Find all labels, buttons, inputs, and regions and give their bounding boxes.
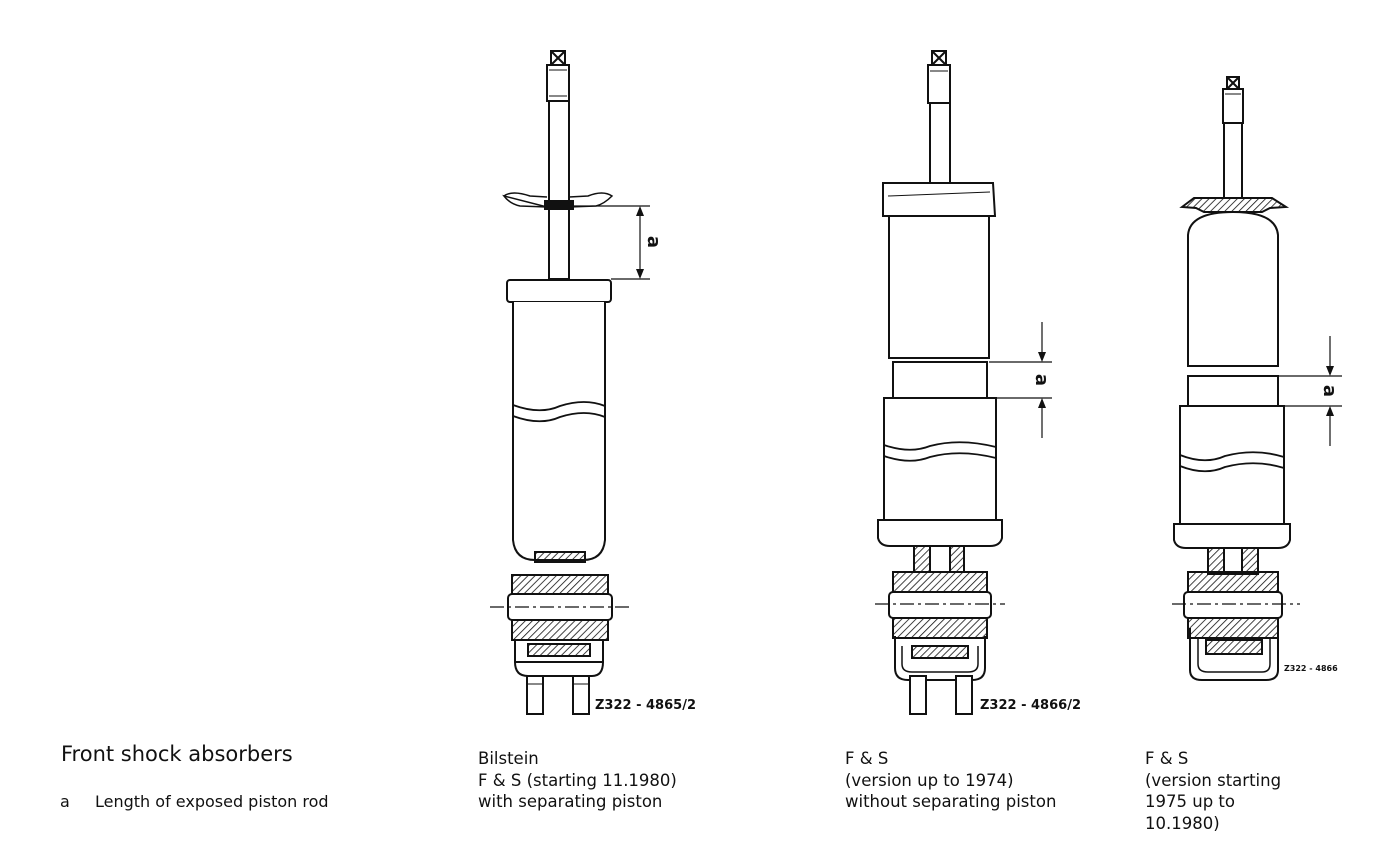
caption-line: 10.1980) [1145, 813, 1220, 833]
absorber-2-stud-left [909, 675, 927, 715]
absorber-1-mount-plate [502, 192, 614, 208]
caption-line: F & S [1145, 749, 1189, 768]
absorber-2-piston-rod [929, 102, 951, 184]
absorber-1-cylinder [512, 302, 606, 561]
caption-line: F & S (starting 11.1980) [478, 770, 677, 790]
figure-number-2: Z322 - 4866/2 [980, 698, 1081, 713]
caption-line: with separating piston [478, 792, 663, 811]
absorber-1-piston-rod [548, 100, 570, 280]
absorber-1-top-cap [506, 279, 612, 303]
absorber-3-bushing [1187, 571, 1279, 595]
legend-letter: a [60, 792, 70, 811]
absorber-1-bilstein [490, 50, 650, 715]
caption-line: Bilstein [478, 749, 539, 768]
caption-line: 1975 up to [1145, 792, 1235, 811]
caption-line: (version up to 1974) [845, 770, 1014, 790]
page-title: Front shock absorbers [61, 742, 293, 766]
caption-fs-1975: F & S (version starting 1975 up to 10.19… [1145, 748, 1281, 834]
absorber-3-cylinder-top [1187, 210, 1279, 367]
absorber-2-bushing [892, 571, 988, 595]
caption-bilstein: Bilstein F & S (starting 11.1980) with s… [478, 748, 677, 813]
absorber-1-stud-right [572, 675, 590, 715]
caption-line: without separating piston [845, 792, 1057, 811]
absorber-3-piston-rod [1223, 122, 1243, 199]
caption-fs-1974: F & S (version up to 1974) without separ… [845, 748, 1056, 813]
absorber-2-stud-right [955, 675, 973, 715]
absorber-2-dimension-label: a [1031, 374, 1052, 386]
caption-line: F & S [845, 749, 889, 768]
figure-number-1: Z322 - 4865/2 [595, 698, 696, 713]
legend-text: Length of exposed piston rod [95, 792, 329, 811]
absorber-3-dimension-label: a [1319, 385, 1340, 397]
absorber-3-fs-1975 [1172, 76, 1342, 681]
figure-number-3: Z322 - 4866 [1284, 664, 1338, 673]
absorber-2-fs-1974 [875, 50, 1052, 715]
absorber-3-mount-plate [1179, 197, 1290, 213]
absorber-2-cylinder [883, 397, 997, 521]
absorber-1-dimension-label: a [643, 236, 664, 248]
absorber-2-dust-cap [882, 182, 997, 217]
absorber-1-stud-left [526, 675, 544, 715]
caption-line: (version starting [1145, 770, 1282, 790]
